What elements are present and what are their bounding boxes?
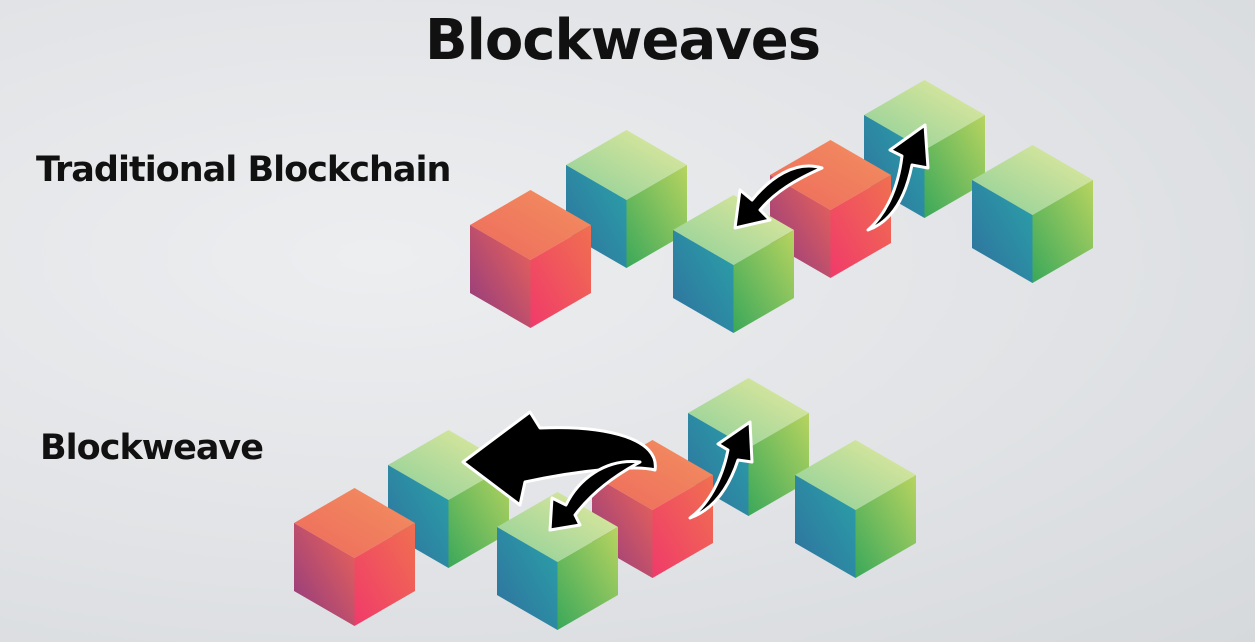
- traditional-blockchain-label: Traditional Blockchain: [36, 150, 451, 190]
- swap-arrow-icon: [548, 460, 642, 532]
- red-block: [470, 190, 591, 328]
- green-block: [864, 80, 985, 218]
- swap-arrow-icon: [866, 123, 930, 232]
- swap-arrow-icon: [688, 420, 754, 520]
- swap-arrow-icon: [733, 164, 824, 230]
- green-block: [566, 130, 687, 268]
- red-block: [592, 440, 713, 578]
- red-block: [294, 488, 415, 626]
- red-block: [770, 140, 891, 278]
- blockweave-label: Blockweave: [40, 428, 264, 468]
- green-block: [388, 430, 509, 568]
- page-title: Blockweaves: [424, 8, 821, 73]
- green-block: [972, 145, 1093, 283]
- green-block: [795, 440, 916, 578]
- green-block: [688, 378, 809, 516]
